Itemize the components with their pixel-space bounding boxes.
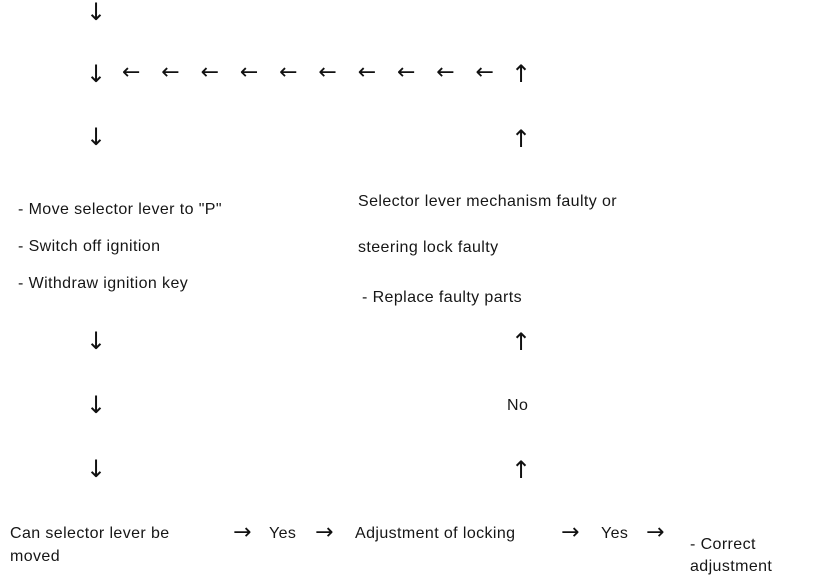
up-arrow-icon: ↑ [511,328,532,356]
down-arrow-icon: ↓ [86,327,107,355]
result-correct-adjustment: - Correct adjustment [690,534,772,578]
up-arrow-icon: ↑ [511,125,532,153]
left-arrow-icon: ← [122,60,141,85]
fault-description-line2: steering lock faulty [358,239,499,256]
yes-label-2: Yes [601,525,629,542]
result-line2: adjustment [690,558,773,575]
question-can-selector-lever-be-moved: Can selector lever be moved [10,522,170,568]
no-label: No [507,397,529,414]
down-arrow-icon: ↓ [86,391,107,419]
fault-action-replace-parts: - Replace faulty parts [362,289,522,306]
left-arrow-icon: ← [436,60,455,85]
up-arrow-icon: ↑ [511,456,532,484]
right-arrow-icon: → [561,520,580,545]
left-arrow-icon: ← [396,60,416,85]
left-arrow-icon: ← [161,60,180,85]
question-line2: moved [10,548,61,565]
left-arrow-icon: ← [279,60,298,85]
question-line1: Can selector lever be [10,525,170,542]
down-arrow-icon: ↓ [86,455,107,483]
down-arrow-icon: ↓ [86,123,107,151]
up-arrow-icon: ↑ [511,60,532,88]
right-arrow-icon: → [233,520,252,545]
right-arrow-icon: → [646,520,665,545]
left-arrow-icon: ← [239,60,259,85]
fault-description-line1: Selector lever mechanism faulty or [358,193,618,210]
step-adjustment-of-locking: Adjustment of locking [355,525,516,542]
return-line-left-arrows: ← ← ← ← ← ← ← ← ← ← [122,62,494,84]
down-arrow-icon: ↓ [86,60,107,88]
right-arrow-icon: → [315,520,334,545]
left-arrow-icon: ← [475,60,494,85]
left-arrow-icon: ← [318,60,337,85]
left-arrow-icon: ← [357,60,377,85]
down-arrow-icon: ↓ [86,0,107,26]
step-withdraw-ignition-key: - Withdraw ignition key [18,275,189,292]
step-switch-off-ignition: - Switch off ignition [18,238,161,255]
step-move-selector-to-p: - Move selector lever to "P" [18,201,222,218]
yes-label-1: Yes [269,525,297,542]
left-arrow-icon: ← [200,60,219,85]
result-line1: - Correct [690,536,756,553]
